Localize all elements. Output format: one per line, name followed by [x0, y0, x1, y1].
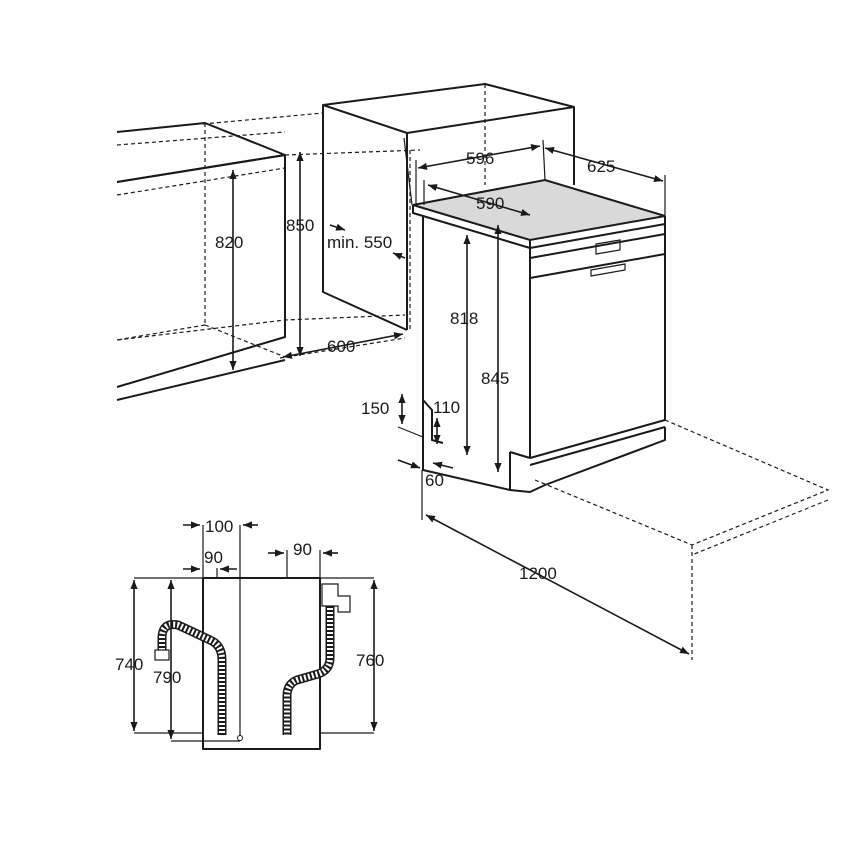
- label-niche-height-total: 850: [286, 216, 314, 235]
- dimension-labels-lower: 100 90 90 740 790 760: [115, 517, 384, 687]
- dimension-lines-upper: [229, 137, 690, 655]
- floor-clearance-area: [116, 314, 830, 660]
- label-niche-width: 600: [327, 337, 355, 356]
- dimension-labels-upper: 820 850 min. 550 600 596 625 590 818 845…: [215, 149, 615, 583]
- drain-hose-left: [157, 620, 227, 735]
- hose-connector-icon: [154, 649, 170, 661]
- label-hose-offset-left: 100: [205, 517, 233, 536]
- label-height-740: 740: [115, 655, 143, 674]
- label-height-790: 790: [153, 668, 181, 687]
- label-body-height: 818: [450, 309, 478, 328]
- label-plinth-height: 150: [361, 399, 389, 418]
- label-total-height: 845: [481, 369, 509, 388]
- label-plinth-inner: 110: [433, 398, 460, 417]
- door-handle-icon: [595, 239, 621, 255]
- rear-view-hoses: [130, 521, 378, 750]
- label-niche-height: 820: [215, 233, 243, 252]
- control-panel-icon: [590, 263, 626, 277]
- label-depth-top: 625: [587, 157, 615, 176]
- label-height-760: 760: [356, 651, 384, 670]
- label-hose-inner-right: 90: [293, 540, 312, 559]
- label-hose-inner-left: 90: [204, 548, 223, 567]
- label-door-clearance: 1200: [519, 564, 557, 583]
- dishwasher: [412, 178, 666, 493]
- label-width-inner: 590: [476, 194, 504, 213]
- inlet-hose-right: [282, 596, 335, 735]
- label-min-depth: min. 550: [327, 233, 392, 252]
- label-plinth-depth: 60: [425, 471, 444, 490]
- kitchen-cabinet-left: [116, 122, 286, 401]
- label-width-top: 596: [466, 149, 494, 168]
- tap-connector-icon: [321, 583, 351, 613]
